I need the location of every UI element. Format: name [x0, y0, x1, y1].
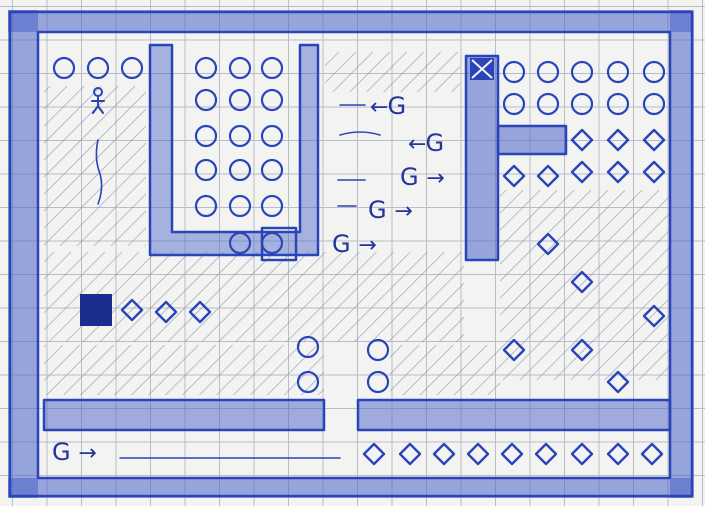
coin-icon: [644, 62, 664, 82]
coin-icon: [196, 58, 216, 78]
ghost-1: ←G: [370, 94, 406, 120]
coin-icon: [608, 94, 628, 114]
gem-icon: [572, 130, 592, 150]
gem-icon: [572, 444, 592, 464]
coin-icon: [196, 90, 216, 110]
gem-icon: [364, 444, 384, 464]
coin-icon: [262, 58, 282, 78]
coin-icon: [608, 62, 628, 82]
coin-icon: [196, 160, 216, 180]
coin-icon: [230, 126, 250, 146]
bottom-wall-right: [358, 400, 670, 430]
arrow-right-icon: →: [78, 441, 95, 466]
arrow-right-icon: →: [358, 233, 375, 258]
coin-icon: [262, 160, 282, 180]
gem-icon: [608, 162, 628, 182]
ghost-2: ←G: [408, 131, 444, 157]
gem-icon: [504, 166, 524, 186]
coin-icon: [504, 94, 524, 114]
ghost-5: G →: [332, 232, 376, 258]
arrow-left-icon: ←: [408, 132, 425, 157]
coin-icon: [196, 196, 216, 216]
coin-icon: [504, 62, 524, 82]
coin-icon: [572, 94, 592, 114]
coin-icon: [262, 90, 282, 110]
coin-icon: [262, 196, 282, 216]
coin-icon: [230, 90, 250, 110]
hatched-floor: [44, 52, 670, 395]
gem-icon: [572, 162, 592, 182]
gem-icon: [608, 130, 628, 150]
gem-icon: [434, 444, 454, 464]
coin-icon: [230, 160, 250, 180]
coin-icon: [88, 58, 108, 78]
coin-icon: [368, 340, 388, 360]
coin-icon: [572, 62, 592, 82]
gem-icon: [538, 166, 558, 186]
coin-icon: [538, 94, 558, 114]
gem-icon: [400, 444, 420, 464]
gem-icon: [642, 444, 662, 464]
coin-icon: [538, 62, 558, 82]
arrow-right-icon: →: [426, 166, 443, 191]
coin-icon: [368, 372, 388, 392]
dark-block: [80, 294, 112, 326]
coin-icon: [644, 94, 664, 114]
coin-icon: [230, 196, 250, 216]
gem-icon: [502, 444, 522, 464]
bottom-wall-left: [44, 400, 324, 430]
coin-icon: [122, 58, 142, 78]
coin-icon: [54, 58, 74, 78]
arrow-left-icon: ←: [370, 95, 387, 120]
ghost-3: G →: [400, 165, 444, 191]
gem-icon: [608, 444, 628, 464]
gem-icon: [536, 444, 556, 464]
goal-box-icon: [470, 58, 494, 80]
coin-icon: [262, 126, 282, 146]
arrow-right-icon: →: [394, 199, 411, 224]
coin-icon: [230, 58, 250, 78]
coin-icon: [196, 126, 216, 146]
ghost-6: G →: [52, 440, 96, 466]
gem-icon: [644, 130, 664, 150]
gem-icon: [468, 444, 488, 464]
gem-icon: [644, 162, 664, 182]
ghost-4: G →: [368, 198, 412, 224]
